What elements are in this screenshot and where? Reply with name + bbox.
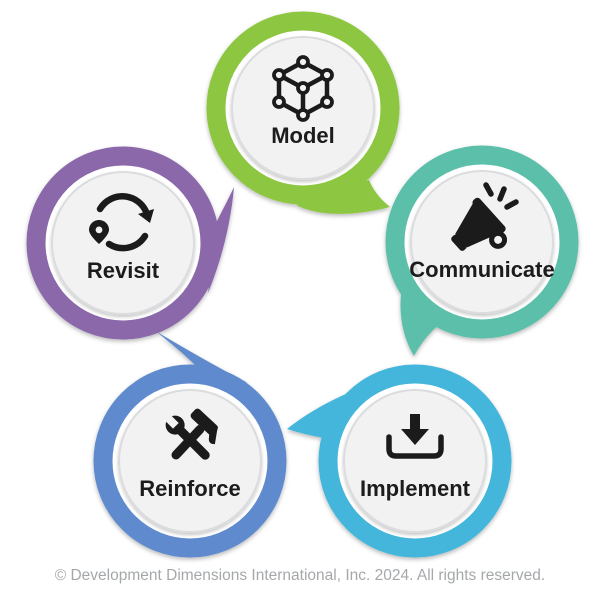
download-icon [386,414,444,459]
step-model: Model [206,11,400,214]
megaphone-icon [451,182,519,251]
step-label: Revisit [87,258,160,283]
wrench-hammer-icon [161,408,218,460]
connector-tail-model [296,180,390,214]
step-inner-circle [410,170,554,314]
cube-network-icon [272,55,334,122]
step-label: Implement [360,476,471,501]
step-inner-circle [51,171,195,315]
step-label: Model [271,123,335,148]
refresh-pin-icon [89,193,154,252]
step-inner-circle [118,389,262,533]
step-reinforce: Reinforce [93,332,287,558]
step-label: Reinforce [139,476,240,501]
step-revisit: Revisit [26,146,234,340]
step-inner-circle [343,389,487,533]
step-communicate: Communicate [385,145,579,356]
step-implement: Implement [287,364,512,558]
step-label: Communicate [409,257,554,282]
copyright-text: © Development Dimensions International, … [0,565,600,593]
